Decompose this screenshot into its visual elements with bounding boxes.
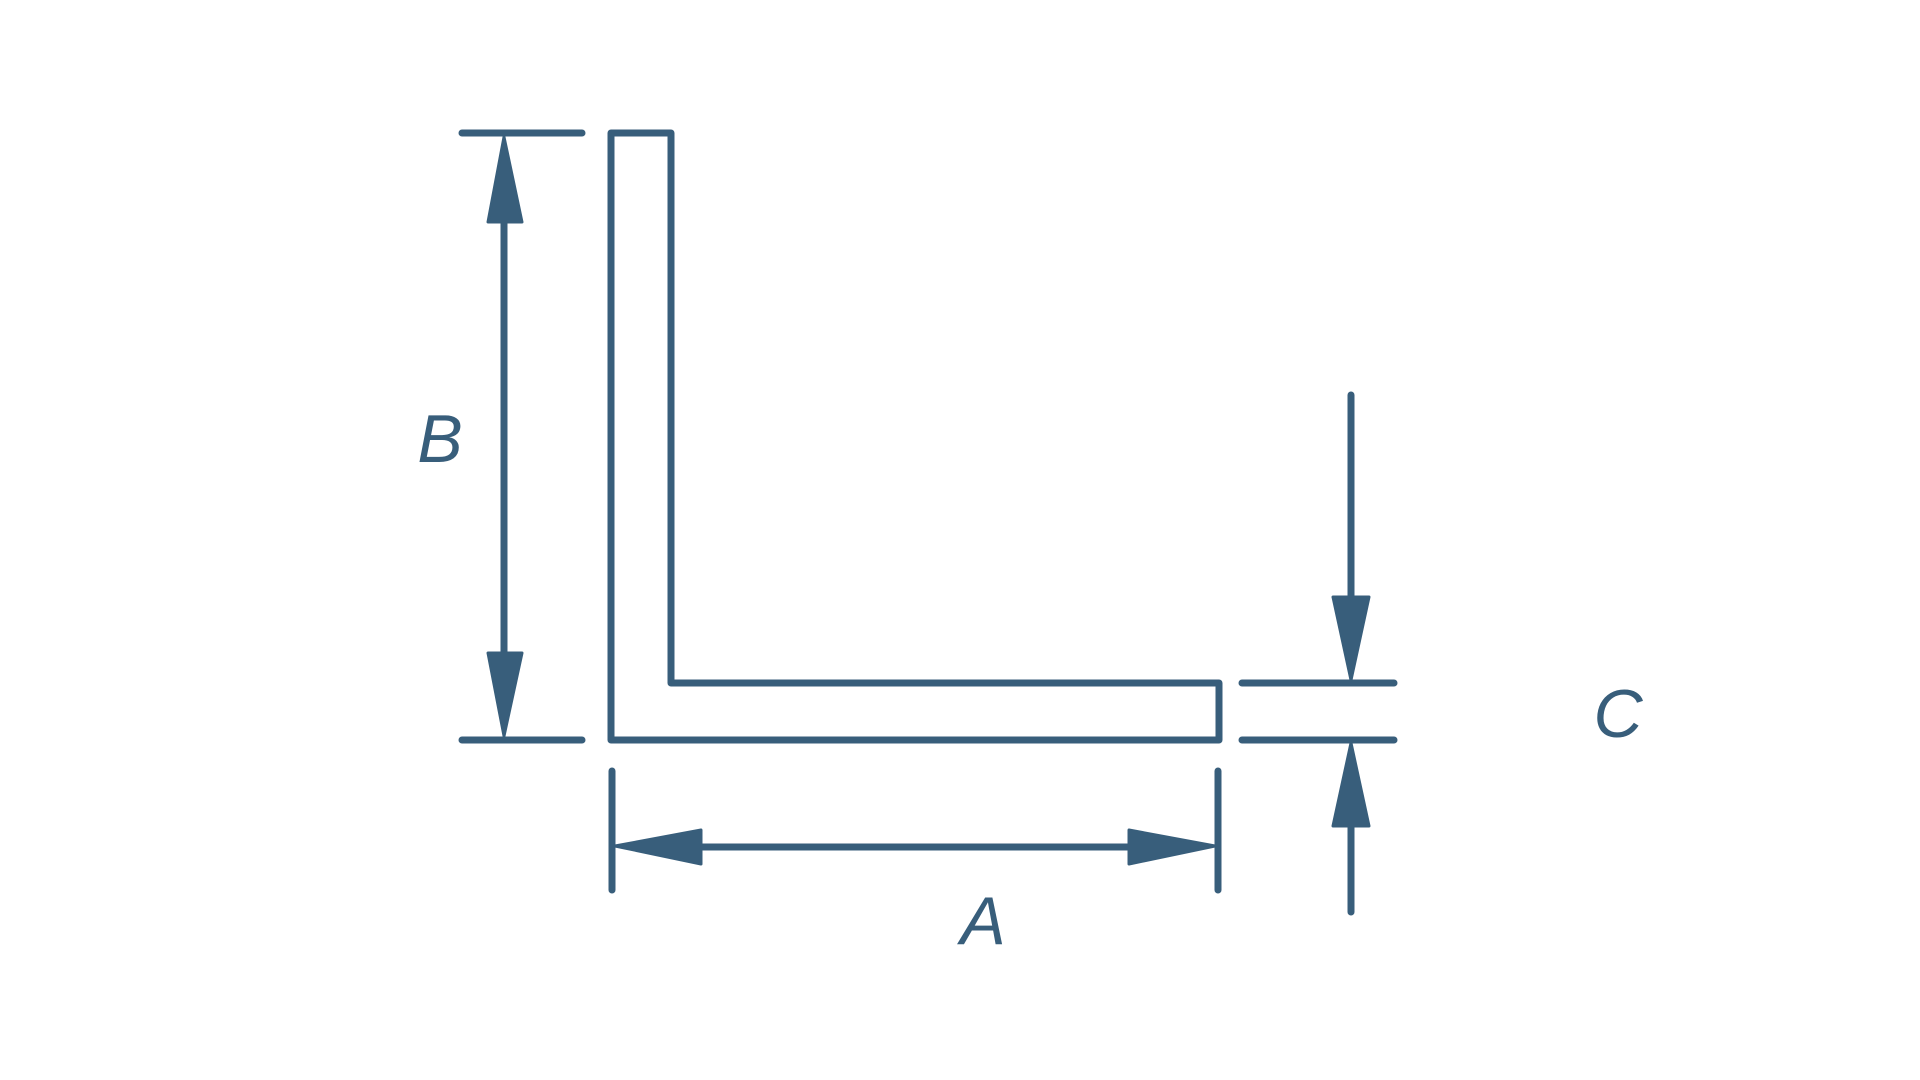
dimension-b-top-arrowhead [486,135,524,224]
dimension-c: C [1238,391,1643,916]
dimension-c-bottom-arrowhead [1331,741,1371,828]
dimension-c-label: C [1593,676,1643,752]
dimension-a: A [608,767,1222,959]
dimension-a-label: A [956,883,1005,959]
dimension-a-right-arrowhead [1127,828,1217,866]
dimension-b-bottom-arrowhead [486,651,524,738]
dimension-c-top-arrowhead [1331,595,1371,682]
dimension-b-label: B [417,401,462,477]
l-profile-outline [607,129,1223,744]
dimension-b: B [417,129,586,744]
dimension-a-left-arrowhead [613,828,703,866]
